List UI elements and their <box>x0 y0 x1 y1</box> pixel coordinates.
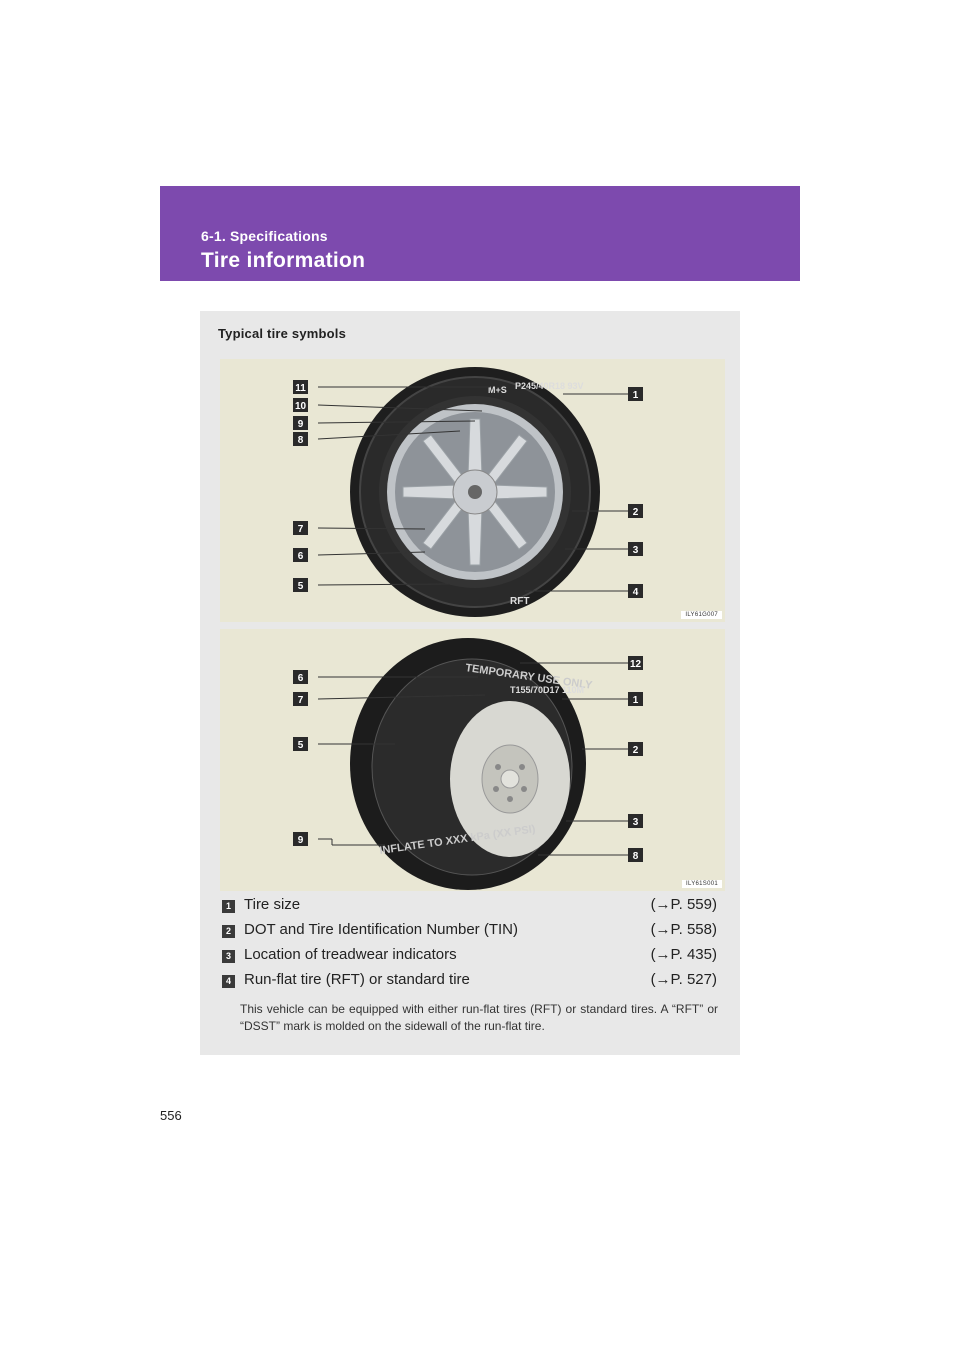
legend-item: 4 Run-flat tire (RFT) or standard tire (… <box>222 971 717 996</box>
callouts-left: 11 10 9 8 7 6 5 <box>293 380 308 592</box>
callout-7: 7 <box>298 695 304 706</box>
info-panel: Typical tire symbols M+S <box>200 311 740 1055</box>
callout-5: 5 <box>298 740 304 751</box>
tire-text-size: P245/40R18 93V <box>515 381 584 391</box>
legend-item: 3 Location of treadwear indicators (→P. … <box>222 946 717 971</box>
callout-5: 5 <box>298 581 304 592</box>
callout-6: 6 <box>298 551 304 562</box>
section-label: 6-1. Specifications <box>201 228 328 244</box>
page-reference-link[interactable]: (→P. 527) <box>650 971 717 988</box>
header-band: 6-1. Specifications Tire information <box>160 186 800 281</box>
page-title: Tire information <box>201 249 366 272</box>
callout-3: 3 <box>633 817 639 828</box>
figure-code: ILY61S001 <box>682 880 722 888</box>
callout-1: 1 <box>633 695 639 706</box>
tire-text-spare-size: T155/70D17 110M <box>510 685 584 695</box>
legend-item: 1 Tire size (→P. 559) <box>222 896 717 921</box>
spare-callouts-left: 6 7 5 9 <box>293 670 308 846</box>
legend-number: 2 <box>222 925 235 938</box>
legend-number: 4 <box>222 975 235 988</box>
callout-4: 4 <box>633 587 639 598</box>
callout-2: 2 <box>633 745 639 756</box>
tire-text-ms: M+S <box>488 385 507 395</box>
legend-text: DOT and Tire Identification Number (TIN) <box>244 921 518 938</box>
callout-10: 10 <box>295 401 307 412</box>
legend-text: Run-flat tire (RFT) or standard tire <box>244 971 470 988</box>
legend-item: 2 DOT and Tire Identification Number (TI… <box>222 921 717 946</box>
spare-callouts-right: 12 1 2 3 8 <box>628 656 643 862</box>
callout-11: 11 <box>295 383 306 394</box>
callout-2: 2 <box>633 507 639 518</box>
legend-text: Tire size <box>244 896 301 913</box>
legend-number: 3 <box>222 950 235 963</box>
callout-1: 1 <box>633 390 639 401</box>
page-reference-link[interactable]: (→P. 558) <box>650 921 717 938</box>
page-reference-link[interactable]: (→P. 435) <box>650 946 717 963</box>
callout-3: 3 <box>633 545 639 556</box>
legend-text: Location of treadwear indicators <box>244 946 457 963</box>
tire-text-rft: RFT <box>510 596 529 607</box>
callout-9: 9 <box>298 419 304 430</box>
callout-12: 12 <box>630 659 642 670</box>
legend-list: 1 Tire size (→P. 559) 2 DOT and Tire Ide… <box>222 896 717 996</box>
callouts-right: 1 2 3 4 <box>628 387 643 598</box>
callout-8: 8 <box>298 435 304 446</box>
callout-8: 8 <box>633 851 639 862</box>
rft-note: This vehicle can be equipped with either… <box>240 1002 718 1033</box>
panel-heading: Typical tire symbols <box>218 326 347 341</box>
page-reference-link[interactable]: (→P. 559) <box>650 896 717 913</box>
callout-9: 9 <box>298 835 304 846</box>
legend-number: 1 <box>222 900 235 913</box>
tire-diagram-spare: TEMPORARY USE ONLY T155/70D17 110M INFLA… <box>220 629 725 891</box>
tire-diagram-standard: M+S P245/40R18 93V RFT 11 10 9 <box>220 359 725 622</box>
page-number: 556 <box>160 1108 182 1123</box>
callout-6: 6 <box>298 673 304 684</box>
figure-code: ILY61G007 <box>681 611 722 619</box>
callout-7: 7 <box>298 524 304 535</box>
